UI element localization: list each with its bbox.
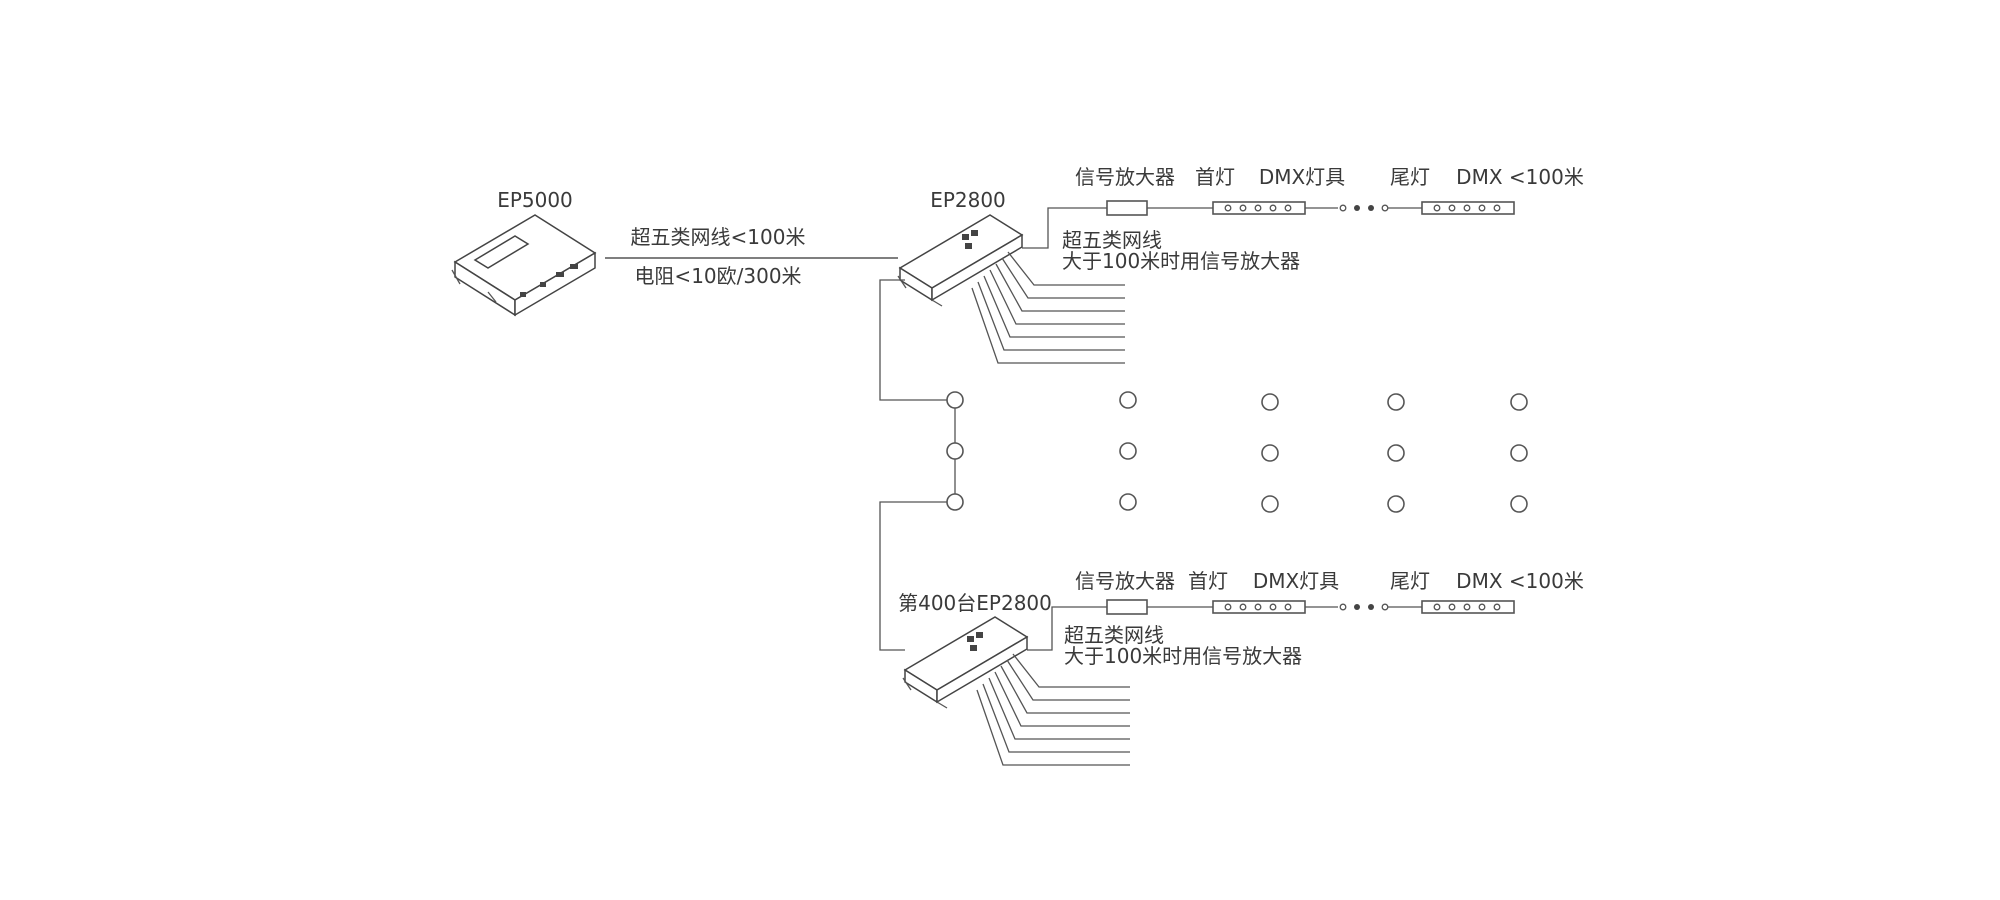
output-cables-first (971, 251, 1125, 364)
amplifier-label-top: 信号放大器 (1075, 165, 1175, 189)
trunk-resistance-label: 电阻<10欧/300米 (634, 264, 801, 288)
dmx-chain-bottom (1027, 599, 1515, 651)
node-grid (1119, 391, 1528, 513)
ep5000-device (451, 214, 597, 317)
ep2800-device-first (897, 214, 1024, 307)
last-fixture-bottom (1421, 600, 1515, 614)
signal-amplifier-bottom (1106, 599, 1148, 615)
cascade-link (879, 279, 964, 651)
first-light-label-top: 首灯 (1195, 165, 1235, 189)
last-light-label-bottom: 尾灯 (1390, 569, 1430, 593)
dmx-distance-label-bottom: DMX <100米 (1456, 569, 1584, 593)
amplifier-label-bottom: 信号放大器 (1075, 569, 1175, 593)
last-fixture-top (1421, 201, 1515, 215)
ep2800-first-label: EP2800 (930, 188, 1006, 212)
cable-label-top: 超五类网线 (1062, 228, 1162, 252)
amp-note-top: 大于100米时用信号放大器 (1062, 249, 1300, 273)
fixture-label-top: DMX灯具 (1259, 165, 1345, 189)
fixture-label-bottom: DMX灯具 (1253, 569, 1339, 593)
first-light-label-bottom: 首灯 (1188, 569, 1228, 593)
dmx-chain-top (1022, 200, 1515, 249)
trunk-cable-label: 超五类网线<100米 (631, 225, 806, 249)
last-light-label-top: 尾灯 (1390, 165, 1430, 189)
output-cables-last (976, 653, 1130, 766)
ep2800-last-label: 第400台EP2800 (898, 591, 1052, 615)
dmx-distance-label-top: DMX <100米 (1456, 165, 1584, 189)
ep5000-label: EP5000 (497, 188, 573, 212)
signal-amplifier-top (1106, 200, 1148, 216)
amp-note-bottom: 大于100米时用信号放大器 (1064, 644, 1302, 668)
cable-label-bottom: 超五类网线 (1064, 623, 1164, 647)
ep2800-device-last (902, 616, 1029, 709)
